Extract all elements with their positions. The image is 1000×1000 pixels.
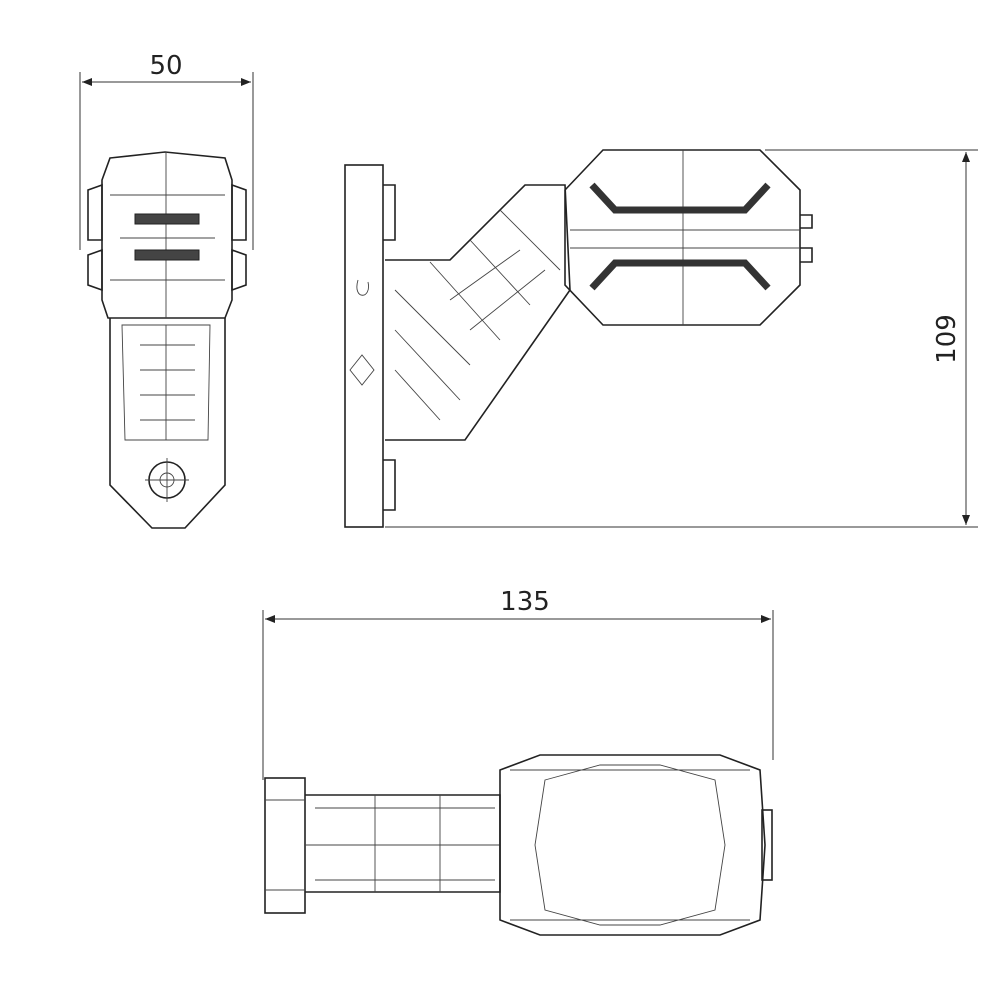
top-view: 135 bbox=[262, 587, 774, 936]
side-view: 109 bbox=[344, 149, 978, 528]
led-strip bbox=[134, 249, 200, 261]
approval-marks-logo bbox=[349, 279, 375, 386]
dimension-label-length: 135 bbox=[500, 587, 550, 617]
led-strip bbox=[589, 182, 771, 214]
front-view: 50 bbox=[79, 51, 254, 529]
dimension-label-width: 50 bbox=[149, 51, 182, 81]
led-strip bbox=[589, 259, 771, 291]
dimension-label-height: 109 bbox=[932, 314, 962, 364]
led-strip bbox=[134, 213, 200, 225]
